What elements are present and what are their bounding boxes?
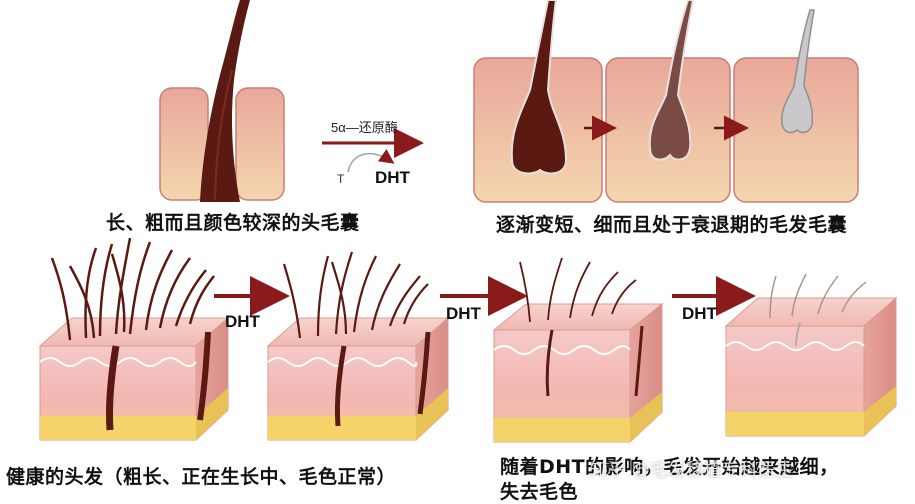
dht-product-label: DHT <box>375 168 410 187</box>
testosterone-label: T <box>337 172 345 186</box>
conversion-arrow <box>322 128 424 173</box>
healthy-follicle <box>159 0 285 202</box>
watermark: 知乎 @毛发移植专科医生 <box>590 460 794 481</box>
skin-block-2 <box>266 251 450 442</box>
caption-healthy-follicle: 长、粗而且颜色较深的头毛囊 <box>106 212 360 234</box>
miniaturizing-follicles <box>473 0 859 203</box>
skin-block-3 <box>492 257 664 444</box>
skin-block-1 <box>38 237 230 442</box>
dht-label-3: DHT <box>682 304 717 323</box>
caption-dht-effect-line1: 随着DHT的影响，毛发开始越来越细， <box>500 456 839 478</box>
skin-block-4 <box>724 273 898 438</box>
enzyme-label: 5α—还原酶 <box>331 120 398 135</box>
caption-healthy-hair: 健康的头发（粗长、正在生长中、毛色正常） <box>6 466 397 488</box>
caption-dht-effect-line2: 失去毛色 <box>500 481 579 503</box>
dht-label-2: DHT <box>446 304 481 323</box>
dht-label-1: DHT <box>225 312 260 331</box>
caption-miniaturizing-follicles: 逐渐变短、细而且处于衰退期的毛发毛囊 <box>496 214 848 236</box>
